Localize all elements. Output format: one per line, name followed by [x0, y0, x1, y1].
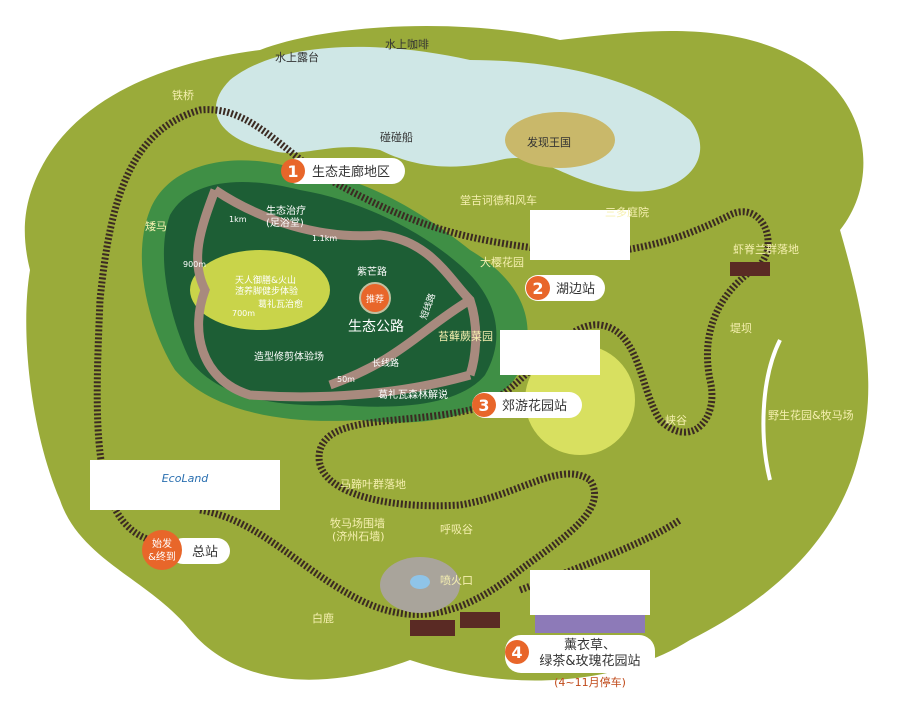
- discovery-island: [505, 112, 615, 168]
- station-number: 2: [532, 279, 543, 298]
- station-note: (4~11月停车): [554, 675, 626, 689]
- label-discovery-kingdom: 发现王国: [527, 135, 571, 149]
- railway-track: [93, 106, 772, 618]
- station-number: 1: [287, 162, 298, 181]
- station-name-line2: 绿茶&玫瑰花园站: [539, 653, 640, 669]
- main-station-badge: 始发: [152, 537, 172, 550]
- label-moss-garden: 苔藓蕨菜园: [438, 329, 493, 343]
- lavender-station-building: [530, 570, 650, 615]
- label-white-deer: 白鹿: [312, 611, 334, 625]
- eco-road-path: [193, 186, 481, 402]
- picnic-station-building: [500, 330, 600, 375]
- recommended-badge: [359, 282, 391, 314]
- label-horse-leaf: 马蹄叶群落地: [340, 477, 406, 491]
- ecoland-sign: EcoLand: [162, 472, 210, 485]
- label-water-terrace: 水上露台: [275, 50, 319, 64]
- main-station-name: 总站: [192, 545, 218, 560]
- recommended-label: 推荐: [366, 293, 384, 305]
- label-volcano-walk: 天人御膳&火山: [235, 274, 296, 286]
- label-cherry-garden: 大樱花园: [480, 255, 524, 269]
- label-volcano-walk-sub: 渣养脚健步体验: [235, 285, 298, 297]
- station-3[interactable]: 3 郊游花园站: [472, 392, 582, 418]
- label-silver-grass-road: 紫芒路: [357, 265, 387, 278]
- label-stone-wall-sub: (济州石墙): [332, 529, 385, 543]
- eco-road-title: 生态公路: [348, 319, 404, 335]
- label-windmill: 堂吉诃德和风车: [460, 193, 537, 207]
- station-1[interactable]: 1 生态走廊地区: [281, 158, 405, 184]
- ranch-fence: [761, 339, 782, 481]
- station-name: 郊游花园站: [502, 398, 567, 414]
- label-bumper-boat: 碰碰船: [380, 130, 413, 144]
- label-orchid: 虾脊兰群落地: [733, 242, 799, 256]
- distance-marker: 1.1km: [312, 234, 337, 243]
- label-foot-spa-sub: (足浴堂): [266, 217, 304, 229]
- label-foot-spa: 生态治疗: [266, 204, 306, 217]
- train-car: [460, 612, 500, 628]
- distance-marker: 50m: [337, 375, 355, 384]
- crater-lake: [410, 575, 430, 589]
- label-stone-wall: 牧马场围墙: [330, 516, 385, 530]
- label-crater: 喷火口: [440, 574, 473, 587]
- station-name-line1: 薰衣草、: [564, 637, 616, 653]
- label-forest-guide: 葛礼瓦森林解说: [378, 388, 448, 401]
- label-samda-garden: 三多庭院: [605, 205, 649, 219]
- eco-forest: [163, 182, 497, 407]
- label-water-cafe: 水上咖啡: [385, 37, 429, 51]
- main-station-badge: &终到: [148, 550, 176, 563]
- label-topiary: 造型修剪体验场: [254, 350, 324, 363]
- distance-marker: 1km: [229, 215, 247, 224]
- train-car: [730, 262, 770, 276]
- station-name: 生态走廊地区: [312, 164, 390, 180]
- label-dam: 堤坝: [730, 321, 752, 335]
- distance-marker: 700m: [232, 309, 255, 318]
- label-breath-valley: 呼吸谷: [440, 523, 473, 536]
- label-canyon: 峡谷: [665, 413, 687, 427]
- label-healing: 葛礼瓦治愈: [258, 298, 303, 310]
- station-4[interactable]: 4 薰衣草、 绿茶&玫瑰花园站 (4~11月停车): [505, 635, 655, 689]
- station-number: 3: [478, 396, 489, 415]
- volcano-area: [190, 250, 330, 330]
- distance-marker: 900m: [183, 260, 206, 269]
- label-wild-garden: 野生花园&牧马场: [768, 408, 854, 422]
- main-station-building: [90, 460, 280, 510]
- lavender-field: [535, 615, 645, 633]
- label-long-route: 长线路: [372, 357, 399, 369]
- station-2[interactable]: 2 湖边站: [525, 275, 605, 301]
- lakeside-station-building: [530, 210, 630, 260]
- station-number: 4: [511, 643, 522, 662]
- main-station[interactable]: 始发 &终到 总站 EcoLand: [142, 472, 230, 570]
- label-pony: 矮马: [145, 219, 167, 233]
- train-car: [410, 620, 455, 636]
- station-name: 湖边站: [556, 282, 595, 297]
- label-iron-bridge: 铁桥: [172, 89, 194, 102]
